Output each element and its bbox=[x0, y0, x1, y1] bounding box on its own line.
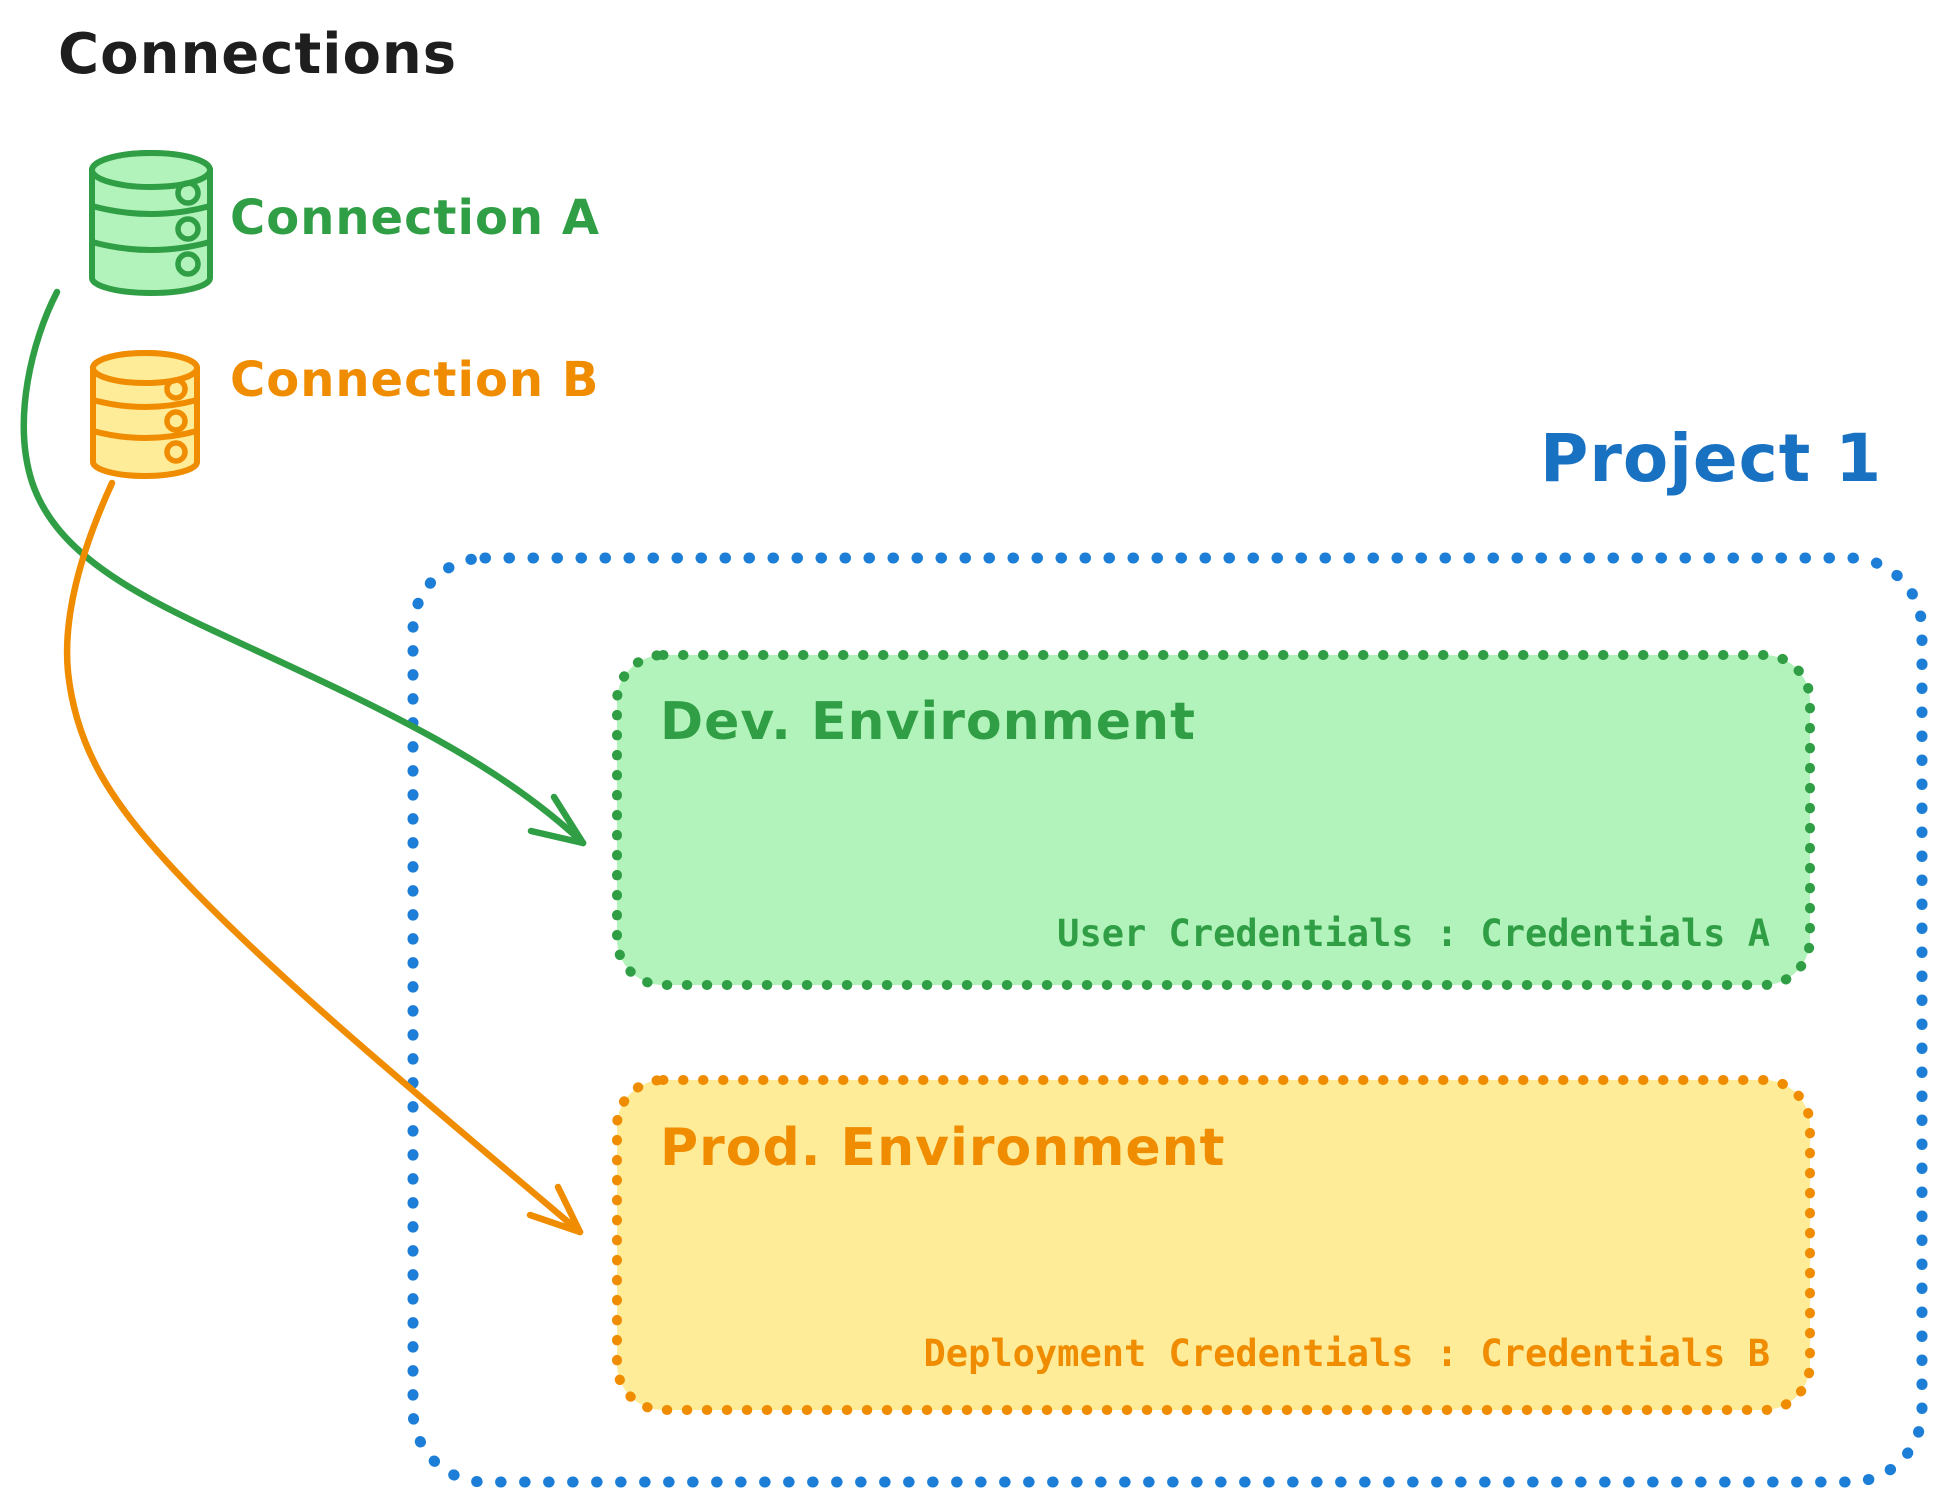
project-1-title: Project 1 bbox=[1540, 420, 1883, 497]
dev-environment-credentials-text: User Credentials : Credentials A bbox=[1057, 912, 1770, 955]
connections-title: Connections bbox=[58, 22, 458, 87]
prod-environment-title: Prod. Environment bbox=[660, 1118, 1226, 1178]
connection-b-database-icon bbox=[90, 350, 200, 479]
connection-a-label: Connection A bbox=[230, 190, 600, 246]
prod-environment-box bbox=[612, 1075, 1815, 1415]
prod-environment-credentials-text: Deployment Credentials : Credentials B bbox=[923, 1332, 1770, 1375]
connection-a-database-icon bbox=[89, 150, 213, 296]
project-1-container-box bbox=[407, 552, 1928, 1488]
connection-b-label: Connection B bbox=[230, 352, 600, 408]
dev-environment-box bbox=[612, 650, 1815, 990]
arrow-connection-a-to-dev bbox=[20, 288, 587, 847]
arrow-connection-b-to-prod bbox=[63, 479, 584, 1236]
dev-environment-title: Dev. Environment bbox=[660, 692, 1196, 752]
